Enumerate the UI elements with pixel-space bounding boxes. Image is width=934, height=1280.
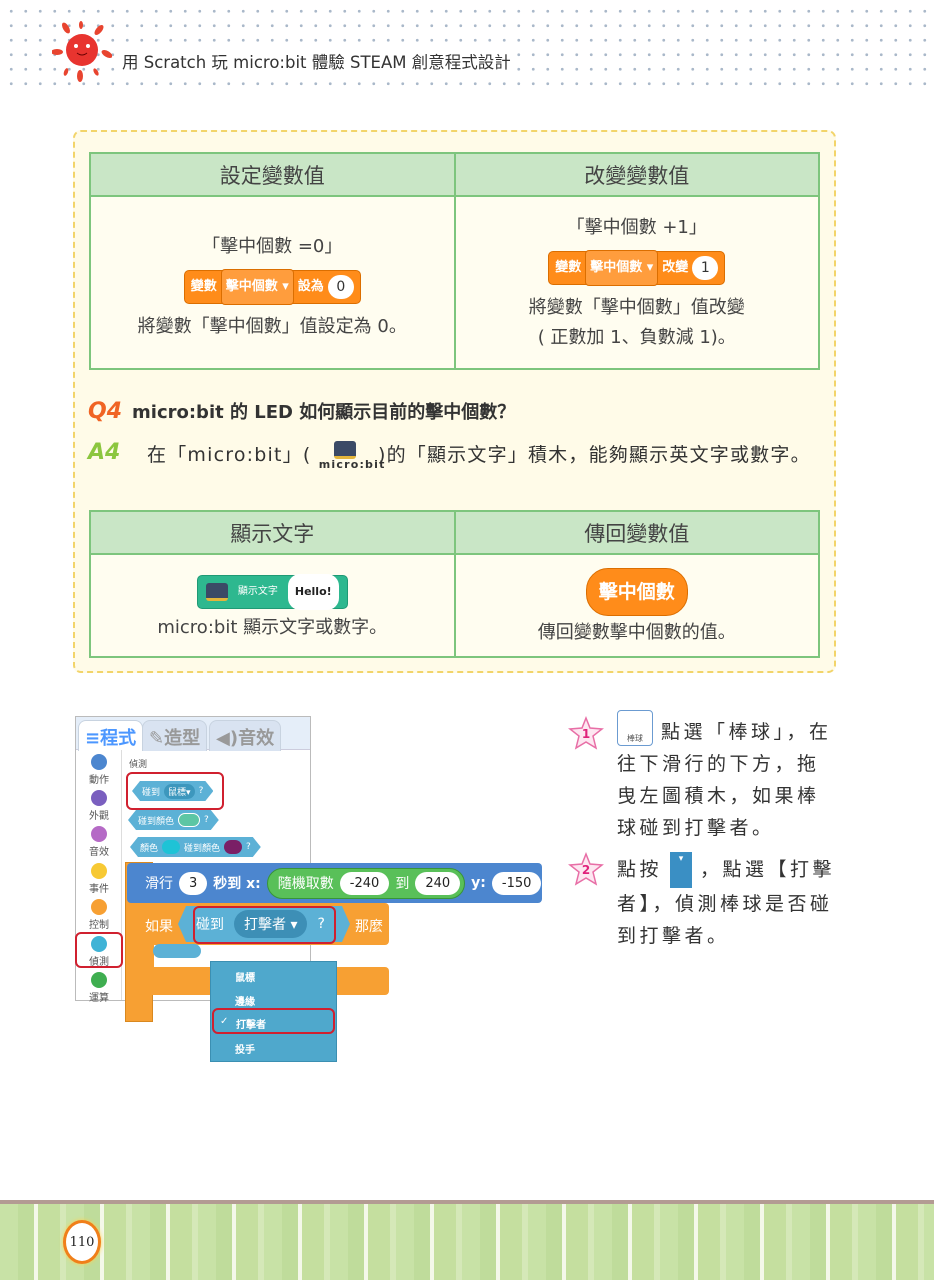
text-input: Hello! xyxy=(287,573,339,610)
category-sensing[interactable]: 偵測 xyxy=(75,932,123,968)
variable-dropdown: 擊中個數 ▾ xyxy=(220,268,294,305)
svg-text:1: 1 xyxy=(582,727,590,741)
table-header: 顯示文字 xyxy=(89,510,456,555)
description: ( 正數加 1、負數減 1)。 xyxy=(537,326,736,348)
block-action: 改變 xyxy=(662,259,689,275)
target-dropdown-menu: 鼠標 邊緣 ✓打擊者 投手 xyxy=(210,961,337,1062)
variable-table: 設定變數值改變變數值 「擊中個數 =0」 變數 擊中個數 ▾ 設為 0 將變數「… xyxy=(89,152,820,370)
block-label: 變數 xyxy=(190,278,217,294)
question-label: Q4 xyxy=(88,399,123,424)
if-label: 如果 xyxy=(145,919,173,935)
value-input: 1 xyxy=(692,255,719,280)
display-table: 顯示文字傳回變數值 顯示文字 Hello! micro:bit 顯示文字或數字。… xyxy=(89,510,820,658)
table-cell: 擊中個數 傳回變數擊中個數的值。 xyxy=(453,553,820,658)
category-motion[interactable]: 動作 xyxy=(76,754,122,786)
partial-block xyxy=(153,944,201,958)
set-variable-block: 變數 擊中個數 ▾ 設為 0 xyxy=(183,268,361,305)
random-from-input[interactable]: -240 xyxy=(339,871,390,895)
category-control[interactable]: 控制 xyxy=(76,899,122,931)
table-cell: 顯示文字 Hello! micro:bit 顯示文字或數字。 xyxy=(89,553,456,658)
category-sound[interactable]: 音效 xyxy=(76,826,122,858)
touching-color-block[interactable]: 碰到顏色? xyxy=(128,810,219,830)
color-touching-color-block[interactable]: 顏色碰到顏色? xyxy=(130,837,261,857)
page-number: 110 xyxy=(63,1220,101,1264)
table-cell: 「擊中個數 =0」 變數 擊中個數 ▾ 設為 0 將變數「擊中個數」值設定為 0… xyxy=(89,195,456,370)
table-header: 改變變數值 xyxy=(453,152,820,197)
step-2-star-icon: 2 xyxy=(568,852,604,886)
sun-mascot-icon xyxy=(52,21,112,82)
target-dropdown[interactable]: 打擊者 ▾ xyxy=(234,910,307,938)
menu-item-pitcher[interactable]: 投手 xyxy=(235,1045,255,1056)
dropdown-arrow-icon: ▾ xyxy=(670,852,693,888)
highlight-box xyxy=(193,906,336,944)
description: micro:bit 顯示文字或數字。 xyxy=(157,616,388,638)
palette-title: 偵測 xyxy=(129,760,148,770)
step-1-star-icon: 1 xyxy=(568,716,604,750)
category-list: 動作 外觀 音效 事件 控制 偵測 運算 xyxy=(75,750,123,1004)
table-cell: 「擊中個數 +1」 變數 擊中個數 ▾ 改變 1 將變數「擊中個數」值改變 ( … xyxy=(453,195,820,370)
step-1-text: 點選「棒球」，在往下滑行的下方，拖曳左圖積木，如果棒球碰到打擊者。 xyxy=(617,721,832,839)
tab-bar: ≡程式 ✎造型 ◀)音效 xyxy=(76,717,310,751)
secs-input[interactable]: 3 xyxy=(179,871,208,895)
description: 傳回變數擊中個數的值。 xyxy=(537,621,736,643)
description: 將變數「擊中個數」值設定為 0。 xyxy=(137,315,407,337)
category-events[interactable]: 事件 xyxy=(76,863,122,895)
show-text-block: 顯示文字 Hello! xyxy=(196,573,348,610)
answer-label: A4 xyxy=(88,440,121,465)
tab-costumes[interactable]: ✎造型 xyxy=(142,720,208,751)
menu-item-batter[interactable]: ✓打擊者 xyxy=(212,1008,335,1034)
change-variable-block: 變數 擊中個數 ▾ 改變 1 xyxy=(548,249,726,286)
then-label: 那麼 xyxy=(355,919,383,935)
answer-4: 在「micro:bit」( micro:bit )的「顯示文字」積木，能夠顯示英… xyxy=(147,440,827,471)
block-label: 顯示文字 xyxy=(237,585,278,597)
description: 將變數「擊中個數」值改變 xyxy=(528,296,745,318)
step-2-text: 點按▾，點選【打擊者】，偵測棒球是否碰到打擊者。 xyxy=(617,852,836,947)
answer-text: 在「micro:bit」( xyxy=(147,444,312,466)
if-block-arm xyxy=(138,940,154,970)
baseball-sprite-icon: 棒球 xyxy=(617,710,653,746)
touching-target-block[interactable]: 碰到打擊者 ▾? xyxy=(178,906,350,942)
microbit-icon xyxy=(205,582,228,601)
value-input: 0 xyxy=(327,274,354,299)
table-header: 傳回變數值 xyxy=(453,510,820,555)
highlight-box xyxy=(126,772,224,810)
answer-text: )的「顯示文字」積木，能夠顯示英文字或數字。 xyxy=(377,444,811,466)
block-action: 設為 xyxy=(297,278,324,294)
tab-sounds[interactable]: ◀)音效 xyxy=(209,720,282,751)
dotted-header-background xyxy=(0,0,934,92)
y-input[interactable]: -150 xyxy=(491,871,542,895)
question-text: micro:bit 的 LED 如何顯示目前的擊中個數？ xyxy=(132,402,516,423)
category-looks[interactable]: 外觀 xyxy=(76,790,122,822)
category-operators[interactable]: 運算 xyxy=(76,972,122,1004)
caption: 「擊中個數 +1」 xyxy=(566,216,707,238)
caption: 「擊中個數 =0」 xyxy=(202,235,343,257)
table-header: 設定變數值 xyxy=(89,152,456,197)
scratch-editor: ≡程式 ✎造型 ◀)音效 動作 外觀 音效 事件 控制 偵測 運算 偵測 xyxy=(75,716,311,1004)
menu-item-edge[interactable]: 邊緣 xyxy=(235,997,255,1008)
touching-block[interactable]: 碰到鼠標▾? xyxy=(132,781,213,801)
svg-text:2: 2 xyxy=(582,863,590,877)
book-title: 用 Scratch 玩 micro:bit 體驗 STEAM 創意程式設計 xyxy=(122,49,515,73)
menu-item-mouse[interactable]: 鼠標 xyxy=(235,973,255,984)
variable-dropdown: 擊中個數 ▾ xyxy=(585,249,659,286)
footer-band xyxy=(0,1200,934,1280)
question-4: Q4 micro:bit 的 LED 如何顯示目前的擊中個數？ xyxy=(88,398,515,424)
random-to-input[interactable]: 240 xyxy=(415,871,461,895)
variable-reporter: 擊中個數 xyxy=(585,567,688,616)
microbit-category-icon: micro:bit xyxy=(319,440,384,471)
block-label: 變數 xyxy=(555,259,582,275)
tab-code[interactable]: ≡程式 xyxy=(78,720,144,751)
